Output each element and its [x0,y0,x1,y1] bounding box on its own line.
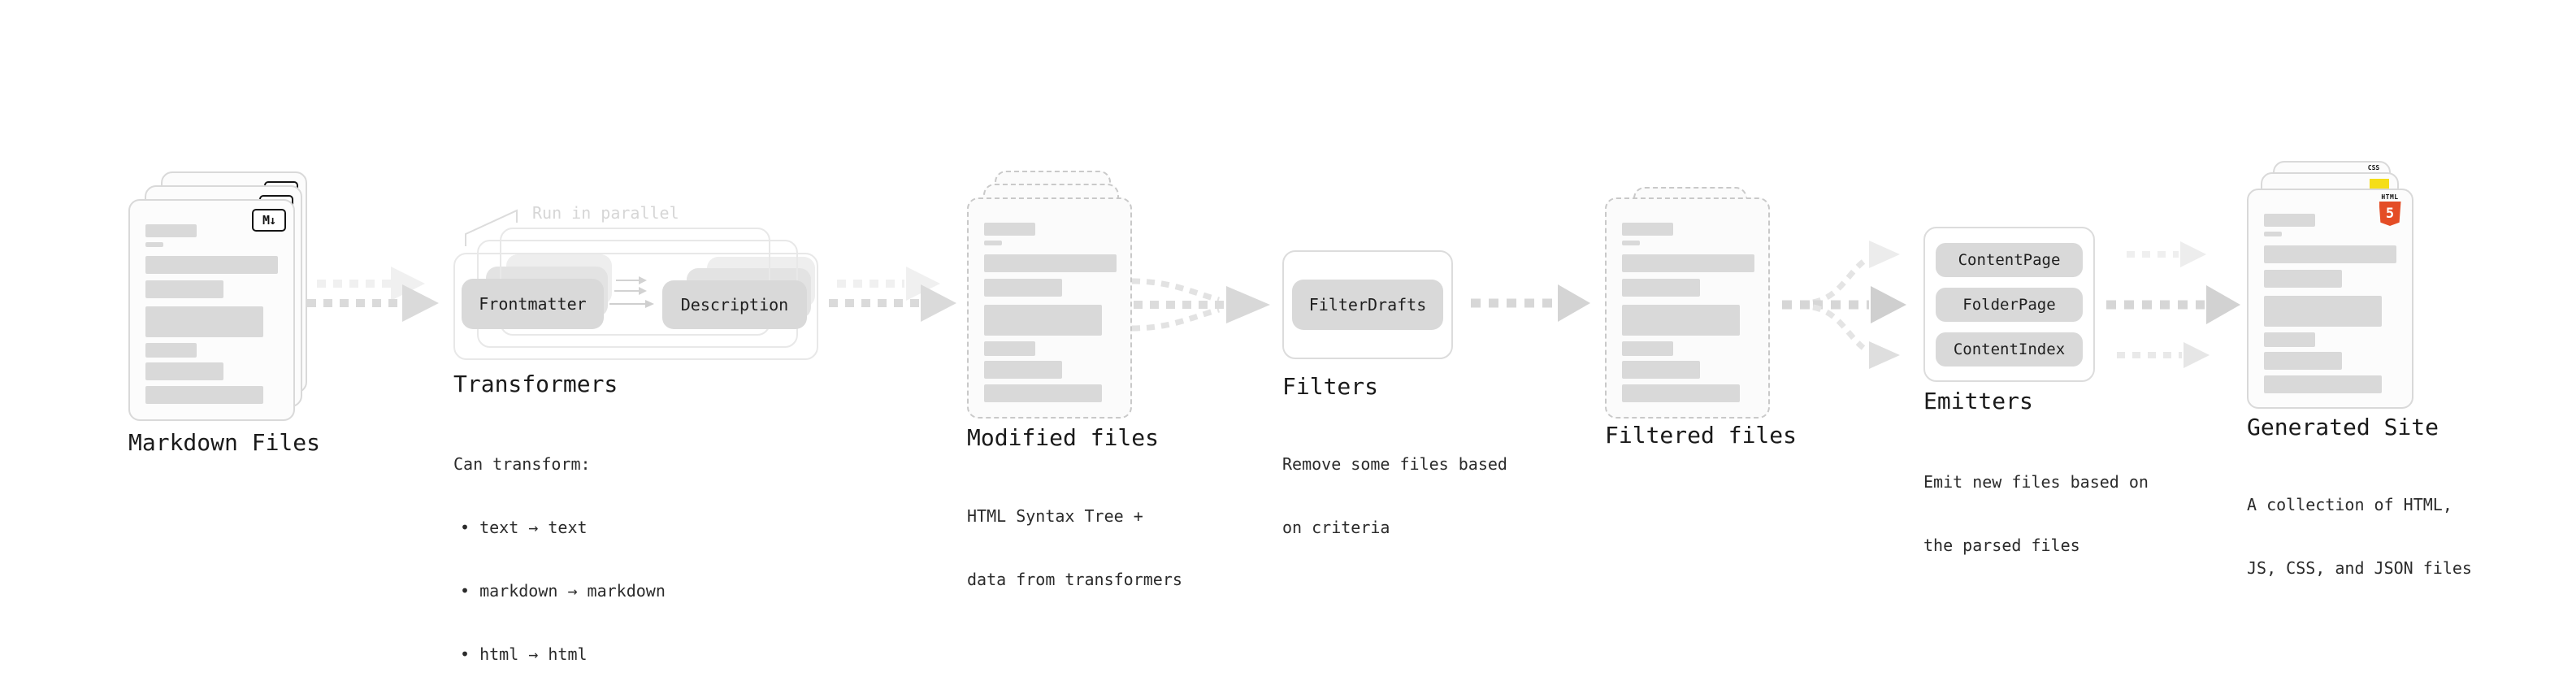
transformer-run-box-front [453,253,818,360]
caption-line: Emit new files based on [1923,472,2149,492]
arrow-emitters-to-generated [2106,241,2240,368]
placeholder-bar [2264,232,2282,236]
chip-frontmatter: Frontmatter [462,279,604,329]
chip-description: Description [662,280,807,329]
placeholder-bar [2264,270,2342,288]
placeholder-bar [2264,375,2382,393]
arrow-modified-to-filters [1131,278,1270,332]
modified-caption: HTML Syntax Tree + data from transformer… [967,463,1182,632]
parallel-note: Run in parallel [532,203,679,223]
placeholder-bar [1622,279,1700,297]
placeholder-bar [984,241,1002,245]
css-wordmark: CSS [2367,164,2380,171]
arrow-markdown-to-transformers [307,267,439,322]
markdown-icon: M↓ [252,209,286,232]
stage-label-filters: Filters [1282,373,1379,400]
placeholder-bar [145,306,263,337]
html5-shield: 5 [2379,202,2401,226]
stage-label-transformers: Transformers [453,371,618,397]
placeholder-bar [2264,214,2315,227]
arrow-frontmatter-to-description [609,276,654,308]
placeholder-bar [145,362,223,380]
placeholder-bar [984,361,1062,379]
caption-line: the parsed files [1923,536,2080,555]
placeholder-bar [2264,352,2342,370]
caption-bullet: • markdown → markdown [460,581,666,601]
note-leader-line [465,209,518,246]
placeholder-bar [1622,384,1740,402]
document-placeholder-lines [2264,214,2396,393]
placeholder-bar [984,305,1102,336]
file-card-generated-front: HTML 5 [2247,189,2413,409]
placeholder-bar [984,279,1062,297]
placeholder-bar [1622,341,1673,356]
html5-wordmark: HTML [2381,193,2399,201]
placeholder-bar [1622,361,1700,379]
placeholder-bar [1622,254,1754,272]
chip-contentindex: ContentIndex [1936,332,2083,367]
caption-line: HTML Syntax Tree + [967,506,1143,526]
placeholder-bar [145,343,197,358]
file-card-modified-front [967,197,1132,419]
chip-folderpage: FolderPage [1936,287,2083,322]
emitters-caption: Emit new files based on the parsed files [1923,429,2149,598]
placeholder-bar [145,242,163,247]
filters-caption: Remove some files based on criteria [1282,411,1507,580]
chip-filterdrafts: FilterDrafts [1292,280,1443,330]
arrow-filtered-to-emitters [1782,241,1906,369]
placeholder-bar [984,341,1035,356]
caption-line: JS, CSS, and JSON files [2247,558,2472,578]
emitters-panel: ContentPage FolderPage ContentIndex [1923,227,2095,382]
placeholder-bar [984,384,1102,402]
placeholder-bar [145,256,278,274]
placeholder-bar [2264,245,2396,263]
file-card-filtered-front [1605,197,1770,419]
placeholder-bar [145,386,263,404]
placeholder-bar [145,280,223,298]
document-placeholder-lines [1622,223,1754,402]
placeholder-bar [2264,296,2382,327]
arrow-filters-to-filtered [1471,284,1590,322]
stage-label-modified-files: Modified files [967,424,1160,451]
placeholder-bar [145,224,197,237]
placeholder-bar [1622,305,1740,336]
placeholder-bar [984,254,1117,272]
stage-label-filtered-files: Filtered files [1605,422,1798,449]
caption-line: Remove some files based [1282,454,1507,474]
file-card-markdown-front: M↓ [128,199,295,421]
filters-panel: FilterDrafts [1282,250,1453,359]
chip-contentpage: ContentPage [1936,242,2083,277]
document-placeholder-lines [145,224,278,404]
html5-icon: HTML 5 [2378,193,2402,226]
placeholder-bar [984,223,1035,236]
transformers-caption: Can transform: • text → text • markdown … [453,411,666,681]
stage-label-markdown-files: Markdown Files [128,429,321,456]
generated-caption: A collection of HTML, JS, CSS, and JSON … [2247,452,2472,621]
caption-bullet: • text → text [460,518,588,537]
caption-line: data from transformers [967,570,1182,589]
stage-label-generated-site: Generated Site [2247,414,2439,440]
caption-line: Can transform: [453,454,591,474]
placeholder-bar [1622,241,1640,245]
caption-line: A collection of HTML, [2247,495,2452,514]
caption-line: on criteria [1282,518,1390,537]
placeholder-bar [1622,223,1673,236]
caption-bullet: • html → html [460,644,588,664]
stage-label-emitters: Emitters [1923,388,2033,414]
document-placeholder-lines [984,223,1117,402]
placeholder-bar [2264,332,2315,347]
arrow-transformers-to-modified [829,267,956,322]
